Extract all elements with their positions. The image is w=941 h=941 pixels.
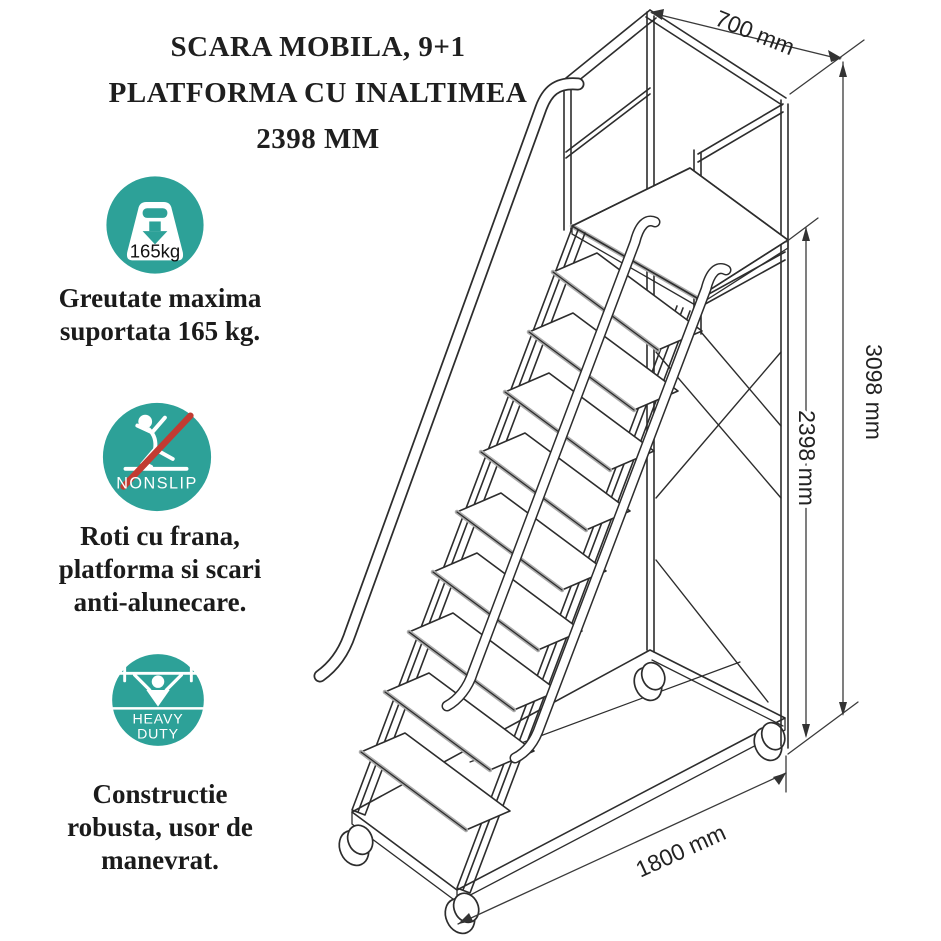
stair-treads bbox=[358, 252, 703, 833]
dimension-label-platform-height: 2398 mm bbox=[794, 410, 820, 506]
tread bbox=[502, 372, 655, 473]
tread bbox=[382, 672, 535, 773]
dimension-1800 bbox=[457, 772, 787, 925]
dimension-label-total-height: 3098 mm bbox=[861, 344, 887, 440]
product-title: SCARA MOBILA, 9+1 PLATFORMA CU INALTIMEA… bbox=[38, 24, 598, 162]
tread bbox=[358, 732, 511, 833]
caster-wheels bbox=[338, 661, 786, 935]
max-load-caption: Greutate maxima suportata 165 kg. bbox=[58, 283, 262, 346]
tread bbox=[478, 432, 631, 533]
heavy-duty-icon: HEAVY DUTY bbox=[111, 654, 205, 746]
max-load-icon: 165kg bbox=[106, 176, 204, 274]
caster-wheel bbox=[338, 824, 374, 867]
caster-wheel bbox=[444, 892, 480, 935]
heavy-duty-caption: Constructie robusta, usor de manevrat. bbox=[67, 779, 253, 875]
left-handrail bbox=[313, 77, 585, 683]
tread bbox=[454, 492, 607, 593]
tread bbox=[526, 312, 679, 413]
braces bbox=[655, 331, 782, 703]
heavy-duty-label-1: HEAVY bbox=[132, 711, 183, 727]
title-line-1: SCARA MOBILA, 9+1 bbox=[170, 31, 466, 63]
heavy-duty-label-2: DUTY bbox=[137, 726, 179, 742]
tread bbox=[430, 552, 583, 653]
caster-wheel bbox=[633, 661, 666, 702]
nonslip-caption: Roti cu frana, platforma si scari anti-a… bbox=[58, 521, 262, 617]
dimension-label-length: 1800 mm bbox=[632, 819, 730, 882]
dimensions bbox=[457, 9, 865, 925]
dimension-2398 bbox=[785, 217, 819, 738]
caster-wheel bbox=[753, 721, 786, 762]
max-load-value: 165kg bbox=[130, 241, 181, 262]
title-line-2: PLATFORMA CU INALTIMEA bbox=[108, 77, 528, 109]
nonslip-icon: NONSLIP bbox=[102, 402, 212, 512]
title-line-3: 2398 MM bbox=[256, 123, 380, 155]
nonslip-label: NONSLIP bbox=[116, 474, 198, 492]
dimension-3098 bbox=[839, 61, 847, 716]
dimension-700 bbox=[650, 9, 865, 95]
dimension-label-width: 700 mm bbox=[712, 5, 799, 60]
right-handrail bbox=[441, 215, 732, 764]
